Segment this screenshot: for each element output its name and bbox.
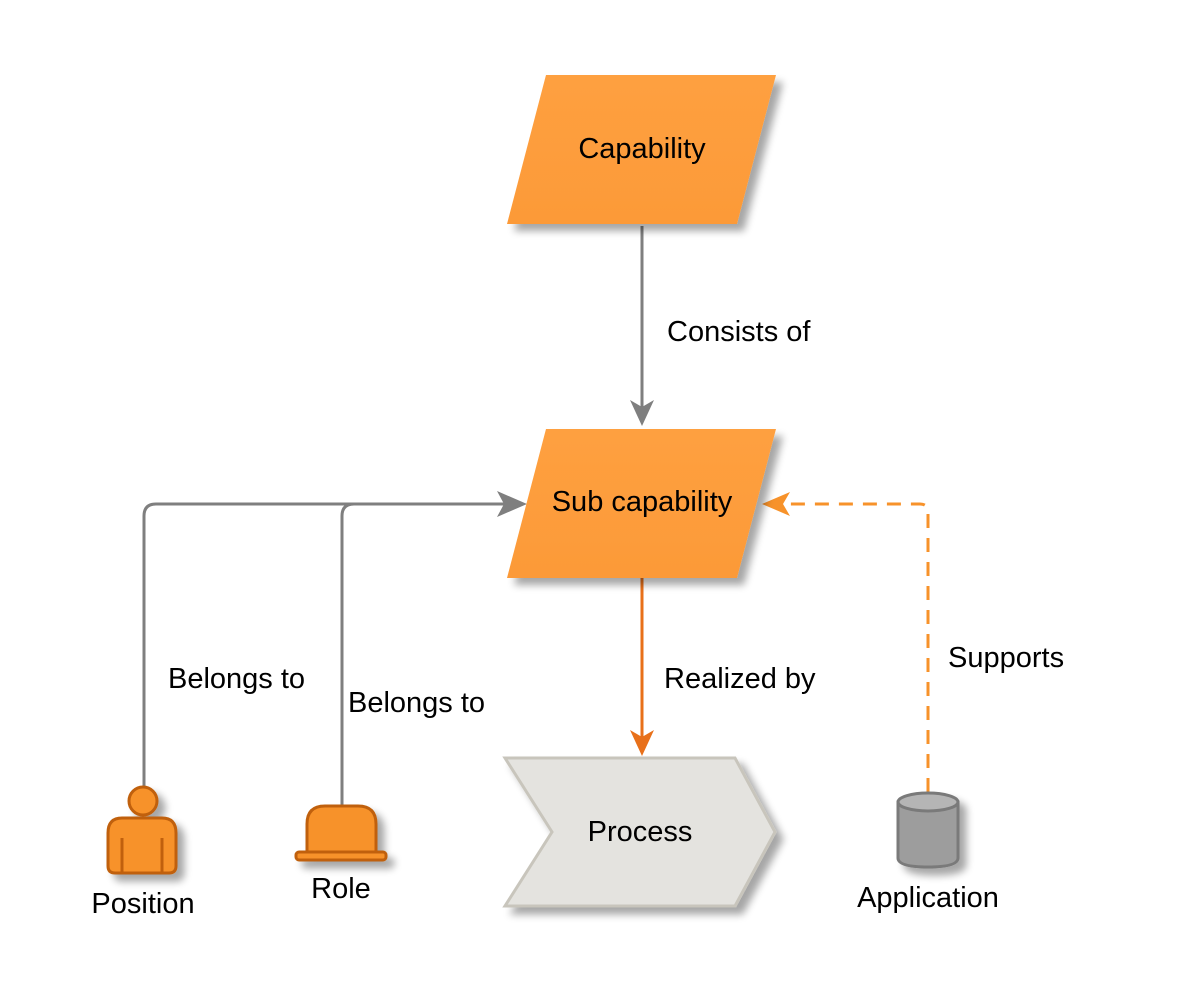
node-role[interactable] — [294, 804, 388, 862]
person-icon[interactable] — [106, 785, 178, 875]
edge-label-realized-by: Realized by — [664, 663, 816, 695]
node-label-role: Role — [311, 873, 371, 905]
node-process[interactable] — [502, 756, 777, 908]
hat-icon[interactable] — [294, 804, 388, 862]
node-label-position: Position — [91, 888, 194, 920]
edge-label-supports: Supports — [948, 642, 1064, 674]
edge-role-belongs-to[interactable]: Belongs to — [340, 491, 527, 806]
database-icon[interactable] — [896, 791, 960, 869]
arrowhead-icon — [497, 491, 527, 517]
edge-supports[interactable]: Supports — [762, 492, 1064, 792]
capability-shape[interactable] — [507, 75, 776, 224]
arrowhead-icon — [630, 730, 654, 756]
edge-realized-by[interactable]: Realized by — [630, 578, 816, 756]
edge-consists-of[interactable]: Consists of — [630, 226, 811, 426]
edge-label-position-belongs-to: Belongs to — [168, 663, 305, 695]
edge-position-belongs-to[interactable]: Belongs to — [142, 502, 510, 788]
arrowhead-icon — [630, 400, 654, 426]
node-label-application: Application — [857, 882, 999, 914]
node-label-process: Process — [588, 816, 693, 848]
edge-label-consists-of: Consists of — [667, 316, 811, 348]
process-shape[interactable] — [502, 756, 777, 908]
node-label-capability: Capability — [578, 133, 706, 165]
edge-label-role-belongs-to: Belongs to — [348, 687, 485, 719]
node-sub-capability[interactable] — [507, 429, 776, 578]
node-application[interactable] — [896, 791, 960, 869]
arrowhead-icon — [762, 492, 790, 516]
edge-line[interactable] — [340, 502, 510, 806]
sub-capability-shape[interactable] — [507, 429, 776, 578]
node-position[interactable] — [106, 785, 178, 875]
node-capability[interactable] — [507, 75, 776, 224]
node-label-sub-capability: Sub capability — [552, 486, 733, 518]
edge-line[interactable] — [142, 502, 510, 788]
edge-line[interactable] — [780, 502, 930, 792]
